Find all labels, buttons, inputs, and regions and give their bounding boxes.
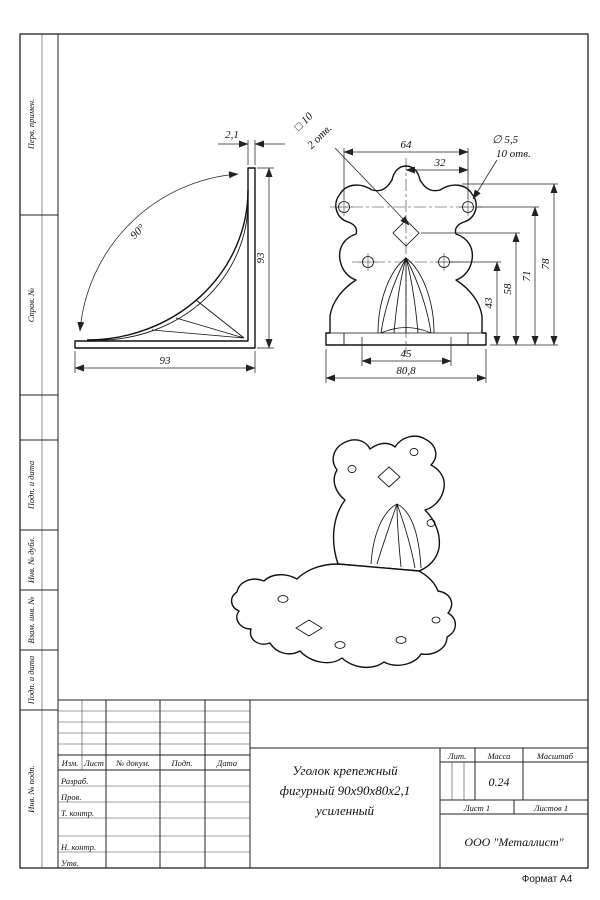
svg-text:2 отв.: 2 отв. — [305, 122, 334, 151]
isometric-view — [230, 435, 457, 669]
iso-fan-ribs — [370, 503, 422, 569]
row-razrab: Разраб. — [60, 776, 88, 786]
iso-round-hole — [277, 595, 289, 603]
col-izm: Изм. — [61, 758, 79, 768]
document-title-line3: усиленный — [314, 803, 375, 818]
document-title: Уголок крепежный фигурный 90х90х80х2,1 у… — [280, 763, 410, 818]
svg-text:90°: 90° — [128, 222, 148, 242]
sheet-number: Лист 1 — [463, 803, 490, 813]
col-data: Дата — [216, 758, 237, 768]
margin-label-sprav-no: Справ. № — [26, 288, 36, 322]
col-dokum: № докум. — [115, 758, 150, 768]
sheets-total: Листов 1 — [533, 803, 568, 813]
side-view-rib-lines — [151, 299, 245, 339]
col-podp: Подп. — [171, 758, 193, 768]
svg-text:64: 64 — [401, 139, 413, 151]
dim-80-8: 80,8 — [325, 349, 487, 383]
iso-round-hole — [347, 464, 357, 474]
front-fan-ribs — [377, 257, 435, 334]
dim-43: 43 — [450, 261, 501, 346]
svg-text:2,1: 2,1 — [225, 129, 239, 141]
scale-label: Масштаб — [536, 751, 574, 761]
dim-angle-90: 90° — [77, 171, 239, 332]
row-utv: Утв. — [61, 858, 79, 868]
iso-square-hole-vertical — [377, 466, 401, 488]
iso-horizontal-plate — [230, 563, 457, 669]
side-view-gusset-arc — [86, 189, 249, 341]
svg-text:93: 93 — [255, 252, 267, 264]
svg-text:∅ 5,5: ∅ 5,5 — [492, 134, 519, 146]
iso-round-hole — [334, 641, 346, 649]
margin-label-inv-podl: Инв. № подп. — [26, 765, 36, 814]
svg-text:45: 45 — [401, 348, 413, 360]
dim-square-hole: □ 10 2 отв. — [292, 110, 410, 226]
dim-height-93: 93 — [255, 167, 274, 349]
iso-round-hole — [409, 447, 419, 457]
margin-label-podp-data-1: Подп. и дата — [26, 461, 36, 511]
company-name: ООО "Металлист" — [464, 835, 564, 849]
mass-label: Масса — [487, 751, 511, 761]
col-list: Лист — [83, 758, 104, 768]
document-title-line2: фигурный 90х90х80х2,1 — [280, 783, 410, 798]
iso-round-hole — [395, 636, 407, 644]
dim-58: 58 — [421, 232, 520, 346]
svg-text:71: 71 — [521, 271, 533, 282]
dim-width-93: 93 — [74, 351, 256, 373]
side-view-outline — [74, 167, 256, 349]
iso-details — [277, 447, 441, 649]
svg-text:□ 10: □ 10 — [292, 110, 315, 133]
iso-square-hole-horizontal — [295, 619, 323, 637]
side-view: 2,1 90° 93 93 — [74, 129, 285, 373]
lit-label: Лит. — [447, 751, 466, 761]
title-block: Изм. Лист № докум. Подп. Дата Разраб. Пр… — [58, 699, 588, 868]
iso-vertical-plate — [332, 435, 445, 572]
svg-text:32: 32 — [434, 157, 447, 169]
document-title-line1: Уголок крепежный — [292, 763, 398, 778]
dim-71: 71 — [477, 206, 539, 346]
side-view-gusset-arc-inner — [98, 201, 249, 341]
title-block-right: Лит. Масса Масштаб 0.24 Лист 1 Листов 1 … — [447, 751, 574, 849]
row-t-kontr: Т. контр. — [61, 808, 94, 818]
dim-thickness-2-1: 2,1 — [218, 129, 285, 165]
svg-text:43: 43 — [483, 297, 495, 309]
sheet-frame — [19, 33, 589, 869]
margin-labels: Перв. примен. Справ. № Подп. и дата Инв.… — [26, 99, 36, 814]
margin-label-podp-data-2: Подп. и дата — [26, 656, 36, 706]
iso-round-hole — [431, 616, 441, 624]
svg-text:10 отв.: 10 отв. — [496, 148, 531, 160]
dim-32: 32 — [405, 157, 469, 174]
title-block-signature-rows: Разраб. Пров. Т. контр. Н. контр. Утв. — [60, 776, 96, 868]
svg-text:58: 58 — [502, 283, 514, 295]
margin-label-vzam-inv: Взам. инв. № — [26, 597, 36, 644]
row-n-kontr: Н. контр. — [60, 842, 96, 852]
margin-label-inv-dubl: Инв. № дубл. — [26, 537, 36, 584]
margin-label-perv-primen: Перв. примен. — [26, 99, 36, 150]
svg-text:78: 78 — [540, 258, 552, 270]
square-hole — [392, 219, 420, 247]
front-plate-outline — [325, 165, 487, 346]
row-prov: Пров. — [60, 792, 81, 802]
mass-value: 0.24 — [489, 775, 510, 789]
dim-hole-dia: ∅ 5,5 10 отв. — [472, 134, 531, 200]
iso-round-hole — [426, 519, 436, 527]
dim-45: 45 — [361, 337, 452, 366]
front-view: □ 10 2 отв. ∅ 5,5 10 отв. 64 32 78 — [292, 110, 558, 383]
svg-text:93: 93 — [160, 355, 172, 367]
title-block-header-row: Изм. Лист № докум. Подп. Дата — [61, 758, 237, 768]
dim-64: 64 — [343, 139, 469, 199]
format-note: Формат А4 — [522, 874, 573, 885]
svg-text:80,8: 80,8 — [396, 365, 416, 377]
dim-78: 78 — [462, 183, 558, 346]
front-view-holes — [335, 198, 477, 271]
